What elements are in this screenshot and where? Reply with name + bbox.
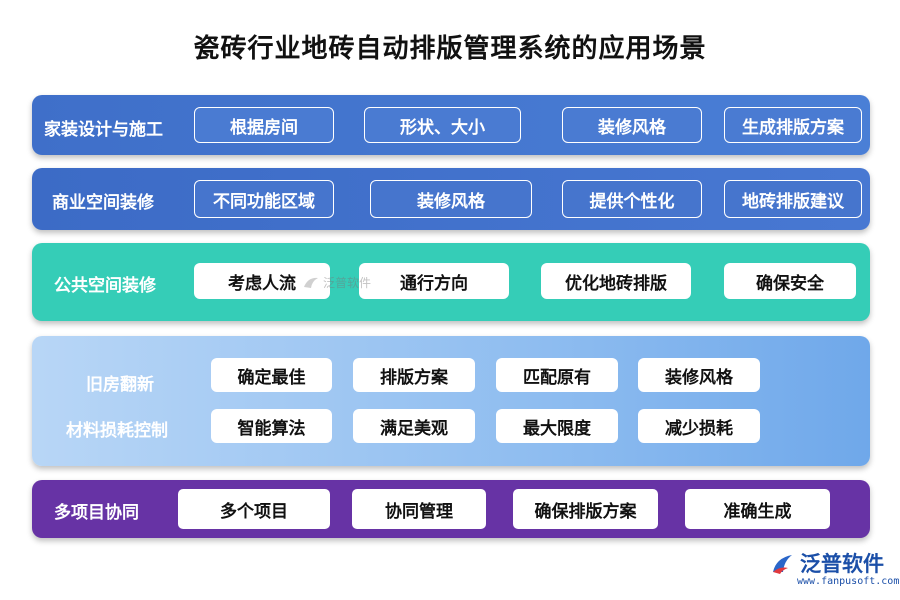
item-box: 地砖排版建议 (724, 180, 862, 218)
band-label: 商业空间装修 (52, 193, 154, 213)
item-box: 优化地砖排版 (541, 263, 691, 299)
item-box: 确定最佳 (211, 358, 332, 392)
item-box: 减少损耗 (638, 409, 760, 443)
item-box: 不同功能区域 (194, 180, 334, 218)
scenario-public-space: 公共空间装修 考虑人流 通行方向 优化地砖排版 确保安全 (32, 243, 870, 321)
band-label: 公共空间装修 (54, 276, 156, 296)
brand-name: 泛普软件 (800, 552, 884, 576)
watermark-logo-icon (304, 277, 318, 288)
item-box: 排版方案 (353, 358, 475, 392)
band-label-2: 材料损耗控制 (66, 421, 168, 441)
watermark-text: 泛普软件 (323, 276, 372, 290)
scenario-commercial: 商业空间装修 不同功能区域 装修风格 提供个性化 地砖排版建议 (32, 168, 870, 230)
item-box: 通行方向 (359, 263, 509, 299)
item-box: 确保排版方案 (513, 489, 658, 529)
item-box: 确保安全 (724, 263, 856, 299)
scenario-home-design: 家装设计与施工 根据房间 形状、大小 装修风格 生成排版方案 (32, 95, 870, 155)
scenario-multi-project: 多项目协同 多个项目 协同管理 确保排版方案 准确生成 (32, 480, 870, 538)
item-box: 形状、大小 (364, 107, 521, 143)
watermark: 泛普软件 (302, 274, 371, 291)
page-title: 瓷砖行业地砖自动排版管理系统的应用场景 (193, 34, 707, 64)
brand-logo: 泛普软件 (770, 552, 884, 576)
item-box: 智能算法 (211, 409, 332, 443)
item-box: 满足美观 (353, 409, 475, 443)
item-box: 最大限度 (496, 409, 618, 443)
band-label: 旧房翻新 (86, 375, 154, 395)
scenario-renovation: 旧房翻新 材料损耗控制 确定最佳 排版方案 匹配原有 装修风格 智能算法 满足美… (32, 336, 870, 466)
item-box: 匹配原有 (496, 358, 618, 392)
item-box: 提供个性化 (562, 180, 702, 218)
item-box: 装修风格 (370, 180, 532, 218)
item-box: 装修风格 (562, 107, 702, 143)
item-box: 协同管理 (352, 489, 486, 529)
band-label: 家装设计与施工 (44, 120, 163, 140)
fanpu-logo-icon (773, 555, 792, 574)
item-box: 根据房间 (194, 107, 334, 143)
item-box: 生成排版方案 (724, 107, 862, 143)
item-box: 准确生成 (685, 489, 830, 529)
band-label: 多项目协同 (54, 503, 139, 523)
brand-url: www.fanpusoft.com (797, 576, 900, 587)
item-box: 考虑人流 (194, 263, 330, 299)
item-box: 装修风格 (638, 358, 760, 392)
item-box: 多个项目 (178, 489, 330, 529)
